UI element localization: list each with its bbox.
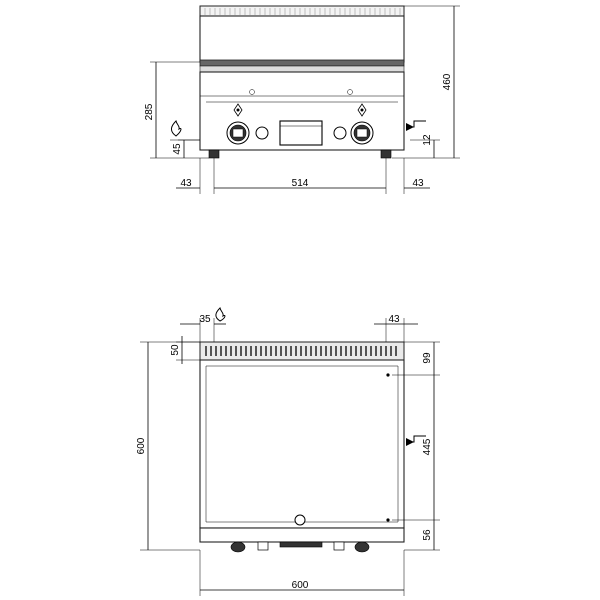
plate-marker-bottom: [386, 518, 390, 522]
foot-right: [380, 149, 392, 159]
flame-icon: [171, 120, 182, 137]
dim-depth: 600: [136, 437, 147, 454]
dim-right-445: 445: [422, 438, 433, 455]
front-knobs: [230, 541, 370, 553]
ignition-button-right: [333, 126, 347, 140]
dim-back-strip: 50: [170, 344, 181, 356]
top-view: 35 43 50 600 99 445 56: [136, 307, 440, 596]
electric-arrow-icon: [406, 120, 426, 131]
dim-right-top: 43: [388, 314, 400, 325]
front-view: 460 285 45 12 43 514 43: [144, 5, 460, 194]
control-knob-right: [350, 103, 374, 145]
electric-arrow-icon: [406, 435, 426, 446]
dim-body-height: 285: [144, 103, 155, 120]
dim-right-56: 56: [422, 529, 433, 541]
ignition-button-left: [255, 126, 269, 140]
dim-width: 600: [292, 580, 309, 591]
plate-marker-top: [386, 373, 390, 377]
dim-right-offset: 43: [412, 178, 424, 189]
front-label-plate: [279, 120, 323, 146]
dim-left-offset: 43: [180, 178, 192, 189]
dim-inner-width: 514: [292, 178, 309, 189]
dim-total-height: 460: [442, 73, 453, 90]
backsplash-ribs: [204, 8, 401, 15]
drain-hole: [294, 514, 306, 526]
dim-gas-left: 35: [199, 314, 211, 325]
dim-right-99: 99: [422, 352, 433, 364]
vent-slots: [205, 346, 397, 356]
dim-gas-inlet-height: 45: [172, 143, 183, 155]
pilot-hole-left: [249, 89, 255, 95]
flame-icon: [215, 307, 226, 322]
griddle-plate: [199, 359, 405, 529]
pilot-hole-right: [347, 89, 353, 95]
control-knob-left: [226, 103, 250, 145]
foot-left: [208, 149, 220, 159]
dim-right-inlet-height: 12: [422, 134, 433, 146]
